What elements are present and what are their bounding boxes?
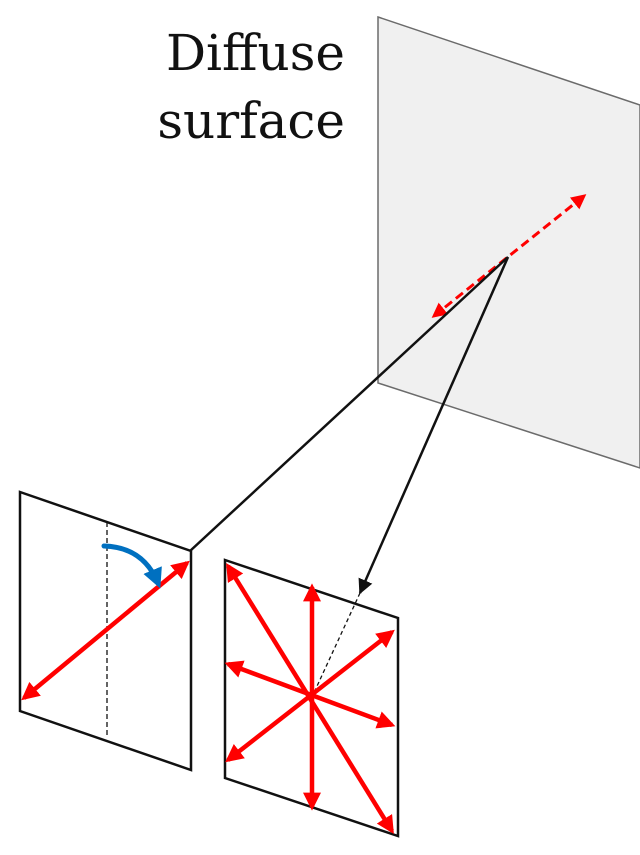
diffuse-surface [377,15,640,469]
right-panel [223,558,400,838]
reflected-polarization-dashed [431,194,587,318]
rotation-arrow [101,543,162,589]
polarization-diagonal-3 [225,629,395,763]
diffuse-surface-label: Diffuse surface [157,24,345,150]
right-panel-unpolarized [224,562,396,835]
left-panel [18,490,193,772]
ray-to-left-panel [189,256,509,552]
label-line-1: Diffuse [166,24,345,82]
label-line-2: surface [157,92,345,150]
ray-to-right-panel [358,256,510,595]
